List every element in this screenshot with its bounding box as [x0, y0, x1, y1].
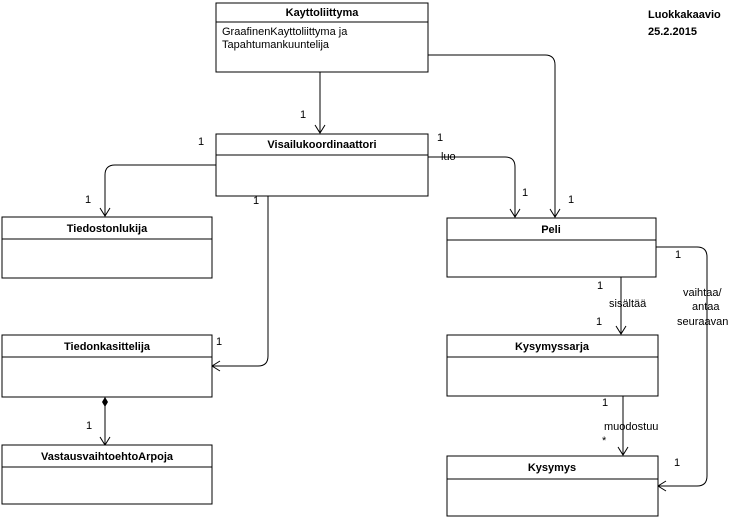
association-label: muodostuu — [604, 421, 658, 433]
multiplicity: 1 — [675, 249, 681, 261]
multiplicity: 1 — [437, 132, 443, 144]
multiplicity: * — [602, 435, 607, 447]
association-label: seuraavan — [677, 316, 728, 328]
class-attribute: Tapahtumankuuntelija — [222, 39, 330, 51]
class-name: Tiedonkasittelija — [64, 341, 151, 353]
multiplicity: 1 — [300, 109, 306, 121]
multiplicity: 1 — [85, 194, 91, 206]
class-kayttoliittyma[interactable]: Kayttoliittyma GraafinenKayttoliittyma j… — [215, 2, 429, 73]
edge-visailukoordinaattori-tiedonkasittelija: 1 1 — [211, 195, 269, 372]
multiplicity: 1 — [596, 316, 602, 328]
class-vastausvaihtoehtoarpoja[interactable]: VastausvaihtoehtoArpoja — [1, 444, 213, 505]
multiplicity: 1 — [522, 187, 528, 199]
edge-kysymyssarja-kysymys: 1 muodostuu * — [602, 396, 658, 456]
edge-kayttoliittyma-peli: 1 — [428, 54, 574, 218]
edge-visailukoordinaattori-peli: 1 luo 1 — [428, 132, 528, 218]
edge-kayttoliittyma-visailukoordinaattori: 1 — [300, 72, 326, 134]
class-peli[interactable]: Peli — [446, 217, 657, 278]
composition-diamond — [102, 397, 108, 407]
edge-tiedonkasittelija-vastausvaihtoehtoarpoja: 1 — [86, 397, 111, 446]
diagram-title: Luokkakaavio — [648, 9, 721, 21]
multiplicity: 1 — [674, 457, 680, 469]
class-name: VastausvaihtoehtoArpoja — [41, 451, 174, 463]
multiplicity: 1 — [253, 195, 259, 207]
class-tiedostonlukija[interactable]: Tiedostonlukija — [1, 216, 213, 279]
class-name: Kysymyssarja — [515, 341, 590, 353]
multiplicity: 1 — [597, 280, 603, 292]
class-name: Kayttoliittyma — [286, 7, 360, 19]
class-name: Peli — [541, 224, 561, 236]
multiplicity: 1 — [216, 336, 222, 348]
class-tiedonkasittelija[interactable]: Tiedonkasittelija — [1, 334, 213, 398]
multiplicity: 1 — [86, 420, 92, 432]
multiplicity: 1 — [602, 397, 608, 409]
class-name: Kysymys — [528, 462, 576, 474]
multiplicity: 1 — [568, 194, 574, 206]
class-kysymyssarja[interactable]: Kysymyssarja — [446, 334, 659, 397]
association-label: luo — [441, 151, 456, 163]
edge-visailukoordinaattori-tiedostonlukija: 1 1 — [85, 136, 216, 217]
association-label: vaihtaa/ — [683, 287, 722, 299]
edge-peli-kysymys: 1 vaihtaa/ antaa seuraavan 1 — [656, 246, 728, 492]
class-visailukoordinaattori[interactable]: Visailukoordinaattori — [215, 133, 429, 197]
association-label: sisältää — [609, 298, 647, 310]
multiplicity: 1 — [198, 136, 204, 148]
diagram-date: 25.2.2015 — [648, 26, 697, 38]
edge-peli-kysymyssarja: 1 sisältää 1 — [596, 277, 647, 335]
class-kysymys[interactable]: Kysymys — [446, 455, 659, 517]
class-name: Visailukoordinaattori — [267, 139, 376, 151]
association-label: antaa — [692, 301, 720, 313]
class-name: Tiedostonlukija — [67, 223, 148, 235]
class-attribute: GraafinenKayttoliittyma ja — [222, 26, 348, 38]
